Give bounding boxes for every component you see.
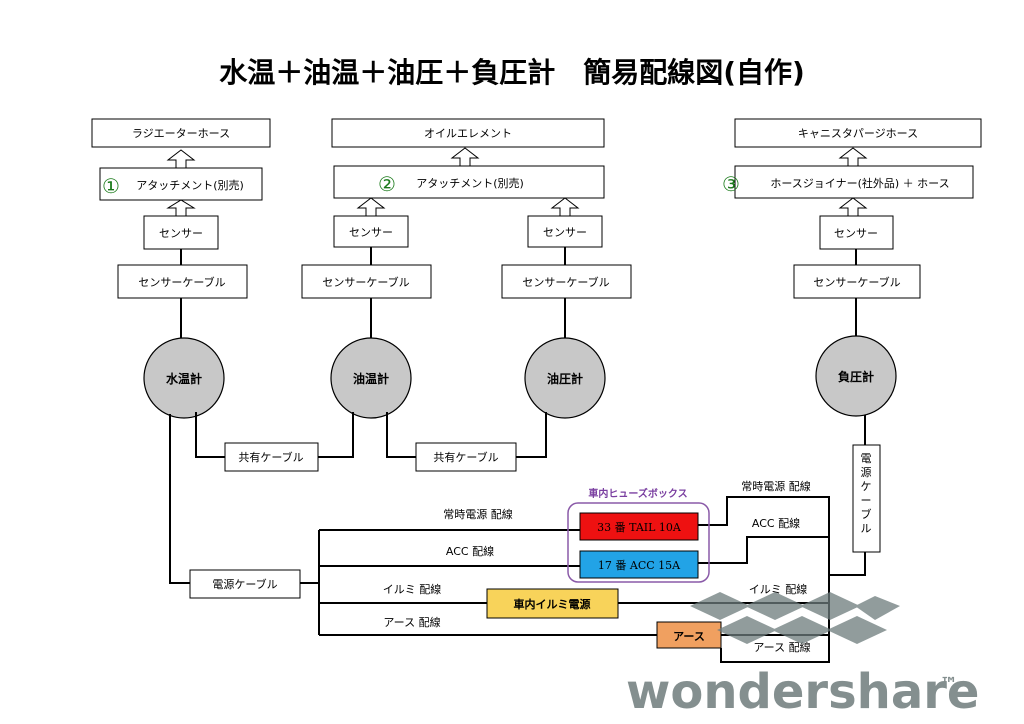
watermark-tm: ™ bbox=[940, 674, 958, 695]
arrow-up-icon bbox=[838, 147, 868, 167]
shared-cable-label: 共有ケーブル bbox=[433, 450, 498, 464]
wire-label-constant-right: 常時電源 配線 bbox=[741, 479, 811, 493]
sensor-cable-water: センサーケーブル bbox=[117, 264, 248, 299]
arrow-up-icon bbox=[450, 147, 480, 167]
arrow-up-icon bbox=[356, 197, 386, 217]
illumi-source-label: 車内イルミ電源 bbox=[514, 597, 591, 611]
wire-label-constant-left: 常時電源 配線 bbox=[443, 507, 513, 521]
arrows bbox=[166, 147, 868, 217]
power-cable-vertical: 電源ケーブル bbox=[852, 444, 881, 553]
gauge-vacuum-label: 負圧計 bbox=[838, 369, 874, 384]
sensor-oil-press: センサー bbox=[527, 215, 603, 248]
sensor-cable-label: センサーケーブル bbox=[322, 275, 409, 289]
target-canister-hose-label: キャニスタパージホース bbox=[798, 127, 918, 140]
sensor-label: センサー bbox=[543, 226, 587, 239]
arrow-up-icon bbox=[550, 197, 580, 217]
power-cable: 電源ケーブル bbox=[189, 569, 301, 599]
wire-label-acc-right: ACC 配線 bbox=[752, 516, 800, 530]
sensor-cable-label: センサーケーブル bbox=[138, 275, 225, 289]
attachment-3-number: ③ bbox=[722, 172, 740, 196]
sensor-water: センサー bbox=[143, 215, 219, 250]
attachment-1: ① アタッチメント(別売) bbox=[99, 167, 263, 201]
ground-label: アース bbox=[673, 630, 705, 643]
sensor-oil-temp: センサー bbox=[333, 215, 409, 248]
shared-cable-1: 共有ケーブル bbox=[224, 442, 319, 472]
sensor-label: センサー bbox=[349, 226, 393, 239]
sensor-cable-vacuum: センサーケーブル bbox=[793, 264, 921, 299]
gauge-water-label: 水温計 bbox=[166, 371, 202, 386]
target-canister-hose: キャニスタパージホース bbox=[734, 118, 982, 148]
gauge-oil-temp-label: 油温計 bbox=[353, 371, 389, 386]
sensor-cable-oil-temp: センサーケーブル bbox=[301, 264, 432, 299]
wire-label-ground-left: アース 配線 bbox=[383, 615, 440, 629]
watermark-text: wondershare bbox=[626, 664, 979, 720]
attachment-2-label: アタッチメント(別売) bbox=[416, 177, 524, 190]
watermark: wondershare ™ bbox=[626, 592, 979, 720]
power-cable-vertical-label: 電源ケーブル bbox=[861, 452, 872, 535]
target-radiator-hose-label: ラジエーターホース bbox=[132, 127, 230, 140]
gauge-vacuum: 負圧計 bbox=[815, 335, 897, 417]
attachment-2: ② アタッチメント(別売) bbox=[333, 165, 605, 199]
fuse-acc: 17 番 ACC 15A bbox=[579, 550, 699, 579]
sensor-cable-label: センサーケーブル bbox=[522, 275, 609, 289]
gauge-water: 水温計 bbox=[143, 337, 225, 419]
page-title: 水温＋油温＋油圧＋負圧計 簡易配線図(自作) bbox=[219, 56, 805, 89]
attachment-3: ③ ホースジョイナー(社外品) ＋ ホース bbox=[722, 165, 974, 199]
sensor-cable-label: センサーケーブル bbox=[813, 275, 900, 289]
fusebox-title: 車内ヒューズボックス bbox=[588, 487, 687, 500]
gauge-oil-press: 油圧計 bbox=[524, 337, 606, 419]
watermark-logo-icon bbox=[690, 592, 900, 644]
illumi-source: 車内イルミ電源 bbox=[486, 588, 619, 619]
power-cable-label: 電源ケーブル bbox=[212, 577, 277, 591]
fusebox: 車内ヒューズボックス 33 番 TAIL 10A 17 番 ACC 15A bbox=[567, 487, 710, 583]
fuse-tail: 33 番 TAIL 10A bbox=[579, 512, 699, 541]
wire-label-illumi-right: イルミ 配線 bbox=[749, 582, 808, 596]
shared-cable-2: 共有ケーブル bbox=[415, 442, 517, 472]
target-oil-element-label: オイルエレメント bbox=[424, 127, 512, 140]
shared-cable-label: 共有ケーブル bbox=[238, 450, 303, 464]
sensor-label: センサー bbox=[834, 227, 878, 240]
attachment-3-label: ホースジョイナー(社外品) ＋ ホース bbox=[770, 176, 949, 190]
wire-label-ground-right: アース 配線 bbox=[753, 640, 810, 654]
arrow-up-icon bbox=[166, 199, 196, 217]
wire-label-illumi-left: イルミ 配線 bbox=[383, 582, 442, 596]
arrow-up-icon bbox=[838, 197, 868, 217]
attachment-1-label: アタッチメント(別売) bbox=[136, 179, 244, 192]
sensor-vacuum: センサー bbox=[819, 215, 894, 250]
attachment-2-number: ② bbox=[378, 172, 396, 196]
target-radiator-hose: ラジエーターホース bbox=[91, 118, 271, 148]
wire-label-acc-left: ACC 配線 bbox=[446, 544, 494, 558]
fuse-acc-label: 17 番 ACC 15A bbox=[598, 559, 681, 572]
gauge-oil-press-label: 油圧計 bbox=[547, 371, 583, 386]
ground: アース bbox=[656, 621, 722, 649]
sensor-cable-lines bbox=[180, 247, 857, 340]
target-oil-element: オイルエレメント bbox=[331, 118, 605, 148]
gauge-oil-temp: 油温計 bbox=[330, 337, 412, 419]
sensor-cable-oil-press: センサーケーブル bbox=[501, 264, 632, 299]
arrow-up-icon bbox=[166, 149, 196, 169]
attachment-1-number: ① bbox=[102, 174, 120, 198]
fuse-tail-label: 33 番 TAIL 10A bbox=[597, 521, 682, 534]
sensor-label: センサー bbox=[159, 227, 203, 240]
